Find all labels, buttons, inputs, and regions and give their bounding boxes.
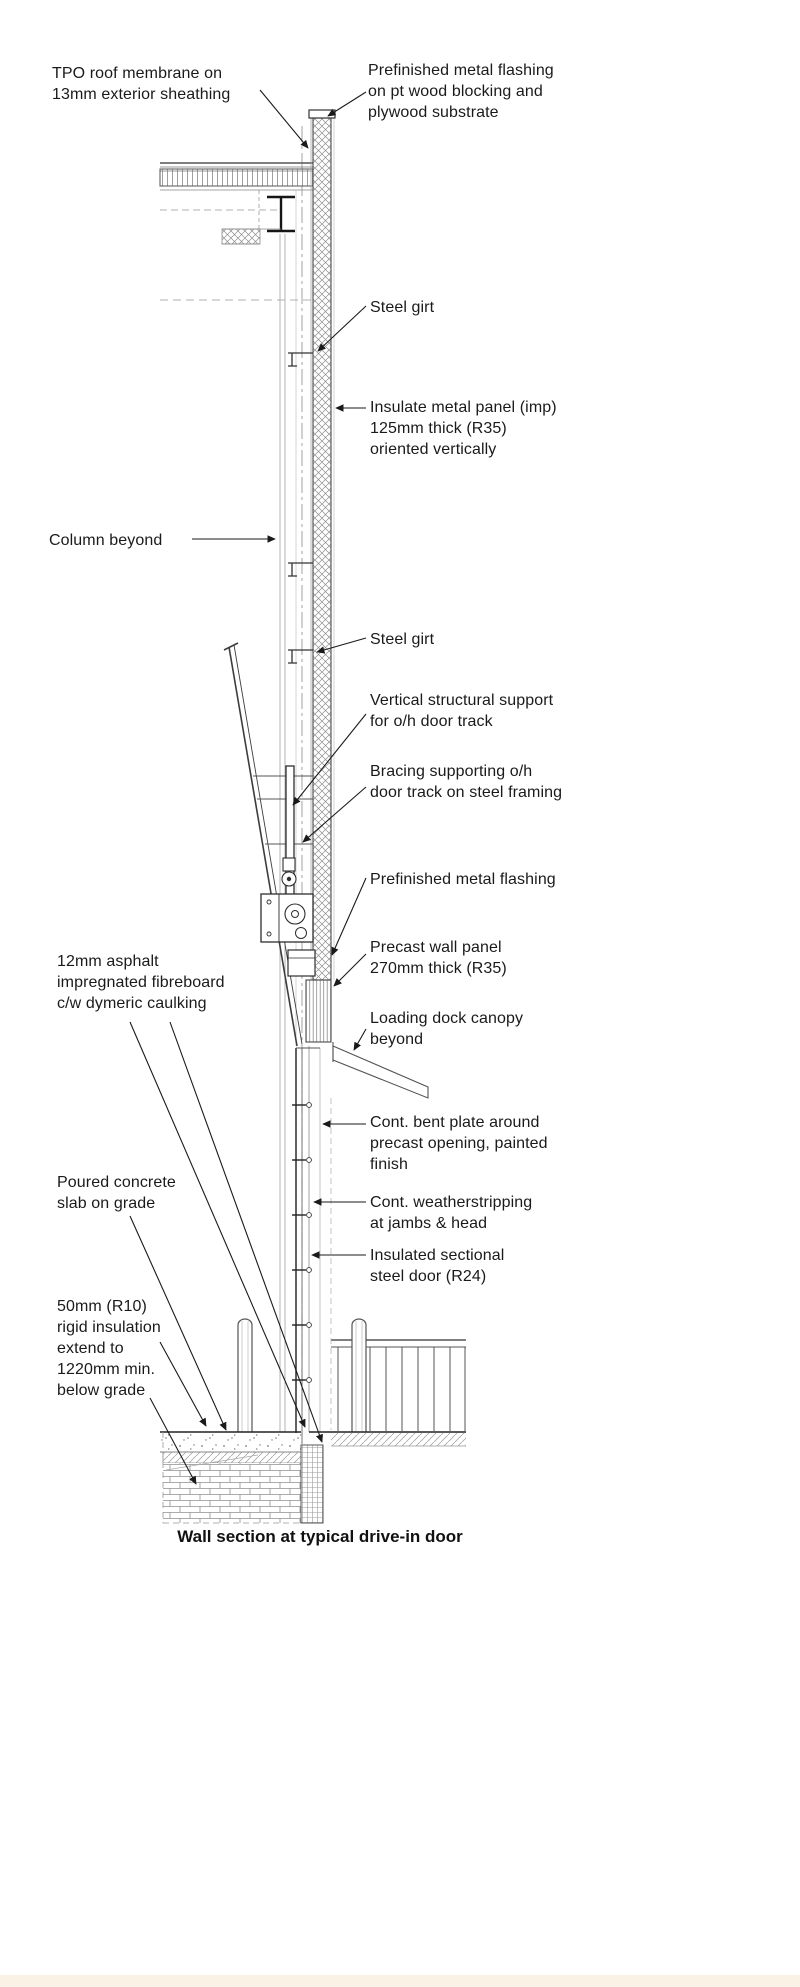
label-flashing-top: Prefinished metal flashing on pt wood bl… [368,62,554,121]
wood-blocking [221,228,261,245]
bollards [237,1318,367,1432]
concrete-upstand [300,1444,324,1524]
label-precast-panel: Precast wall panel 270mm thick (R35) [370,939,507,977]
leader-canopy [353,1028,367,1051]
leader-steel-girt-2 [316,637,367,654]
leader-fibreboard-2 [169,1021,323,1443]
label-bent-plate: Cont. bent plate around precast opening,… [370,1114,548,1173]
girt-lower [288,649,313,664]
label-flashing-mid: Prefinished metal flashing [370,871,556,888]
below-grade [162,1432,324,1524]
label-bracing: Bracing supporting o/h door track on ste… [370,763,563,801]
steel-girts [288,352,313,664]
girt-upper [288,352,313,367]
label-imp-panel: Insulate metal panel (imp) 125mm thick (… [370,399,557,458]
door-rollers [306,1102,312,1383]
leader-steel-girt-1 [317,305,367,352]
label-vertical-support: Vertical structural support for o/h door… [370,692,554,730]
column-beyond-lines [279,234,286,1432]
label-steel-girt-1: Steel girt [370,299,435,316]
leader-slab [129,1215,227,1431]
label-slab-on-grade: Poured concrete slab on grade [57,1174,176,1212]
girt-middle [288,562,313,577]
leader-lines [129,89,367,1485]
door-operator-hardware [260,857,316,977]
earth-masonry [163,1463,301,1523]
label-tpo-roof: TPO roof membrane on 13mm exterior sheat… [52,65,231,103]
leader-vertical-support [292,713,367,806]
leader-rigid-insulation-2 [149,1397,197,1485]
label-weatherstripping: Cont. weatherstripping at jambs & head [370,1194,533,1232]
guardrail [331,1339,466,1431]
label-steel-girt-2: Steel girt [370,631,435,648]
leader-flashing-top [327,91,367,117]
roof-beam [267,195,295,233]
label-rigid-insulation: 50mm (R10) rigid insulation extend to 12… [57,1298,161,1399]
bollard-right [351,1318,367,1432]
leader-flashing-mid [331,877,367,956]
label-sectional-door: Insulated sectional steel door (R24) [370,1247,505,1285]
label-fibreboard: 12mm asphalt impregnated fibreboard c/w … [57,953,225,1012]
leader-precast [333,953,367,987]
page-bottom-band [0,1975,800,1987]
leader-rigid-insulation-1 [159,1341,207,1427]
precast-panel [305,979,332,1043]
leader-tpo-roof [259,89,309,149]
dock-canopy [332,1042,429,1099]
wall-imp-panel [308,109,336,981]
leader-fibreboard-1 [129,1021,306,1428]
leader-bracing [302,786,367,843]
grade-slab [160,1431,466,1453]
label-column-beyond: Column beyond [49,532,163,549]
roof-assembly [159,162,314,301]
bollard-left [237,1318,253,1432]
drawing-title: Wall section at typical drive-in door [177,1527,463,1546]
sectional-door [292,1046,332,1444]
door-panel-joints [292,1104,306,1381]
label-dock-canopy: Loading dock canopy beyond [370,1010,524,1048]
